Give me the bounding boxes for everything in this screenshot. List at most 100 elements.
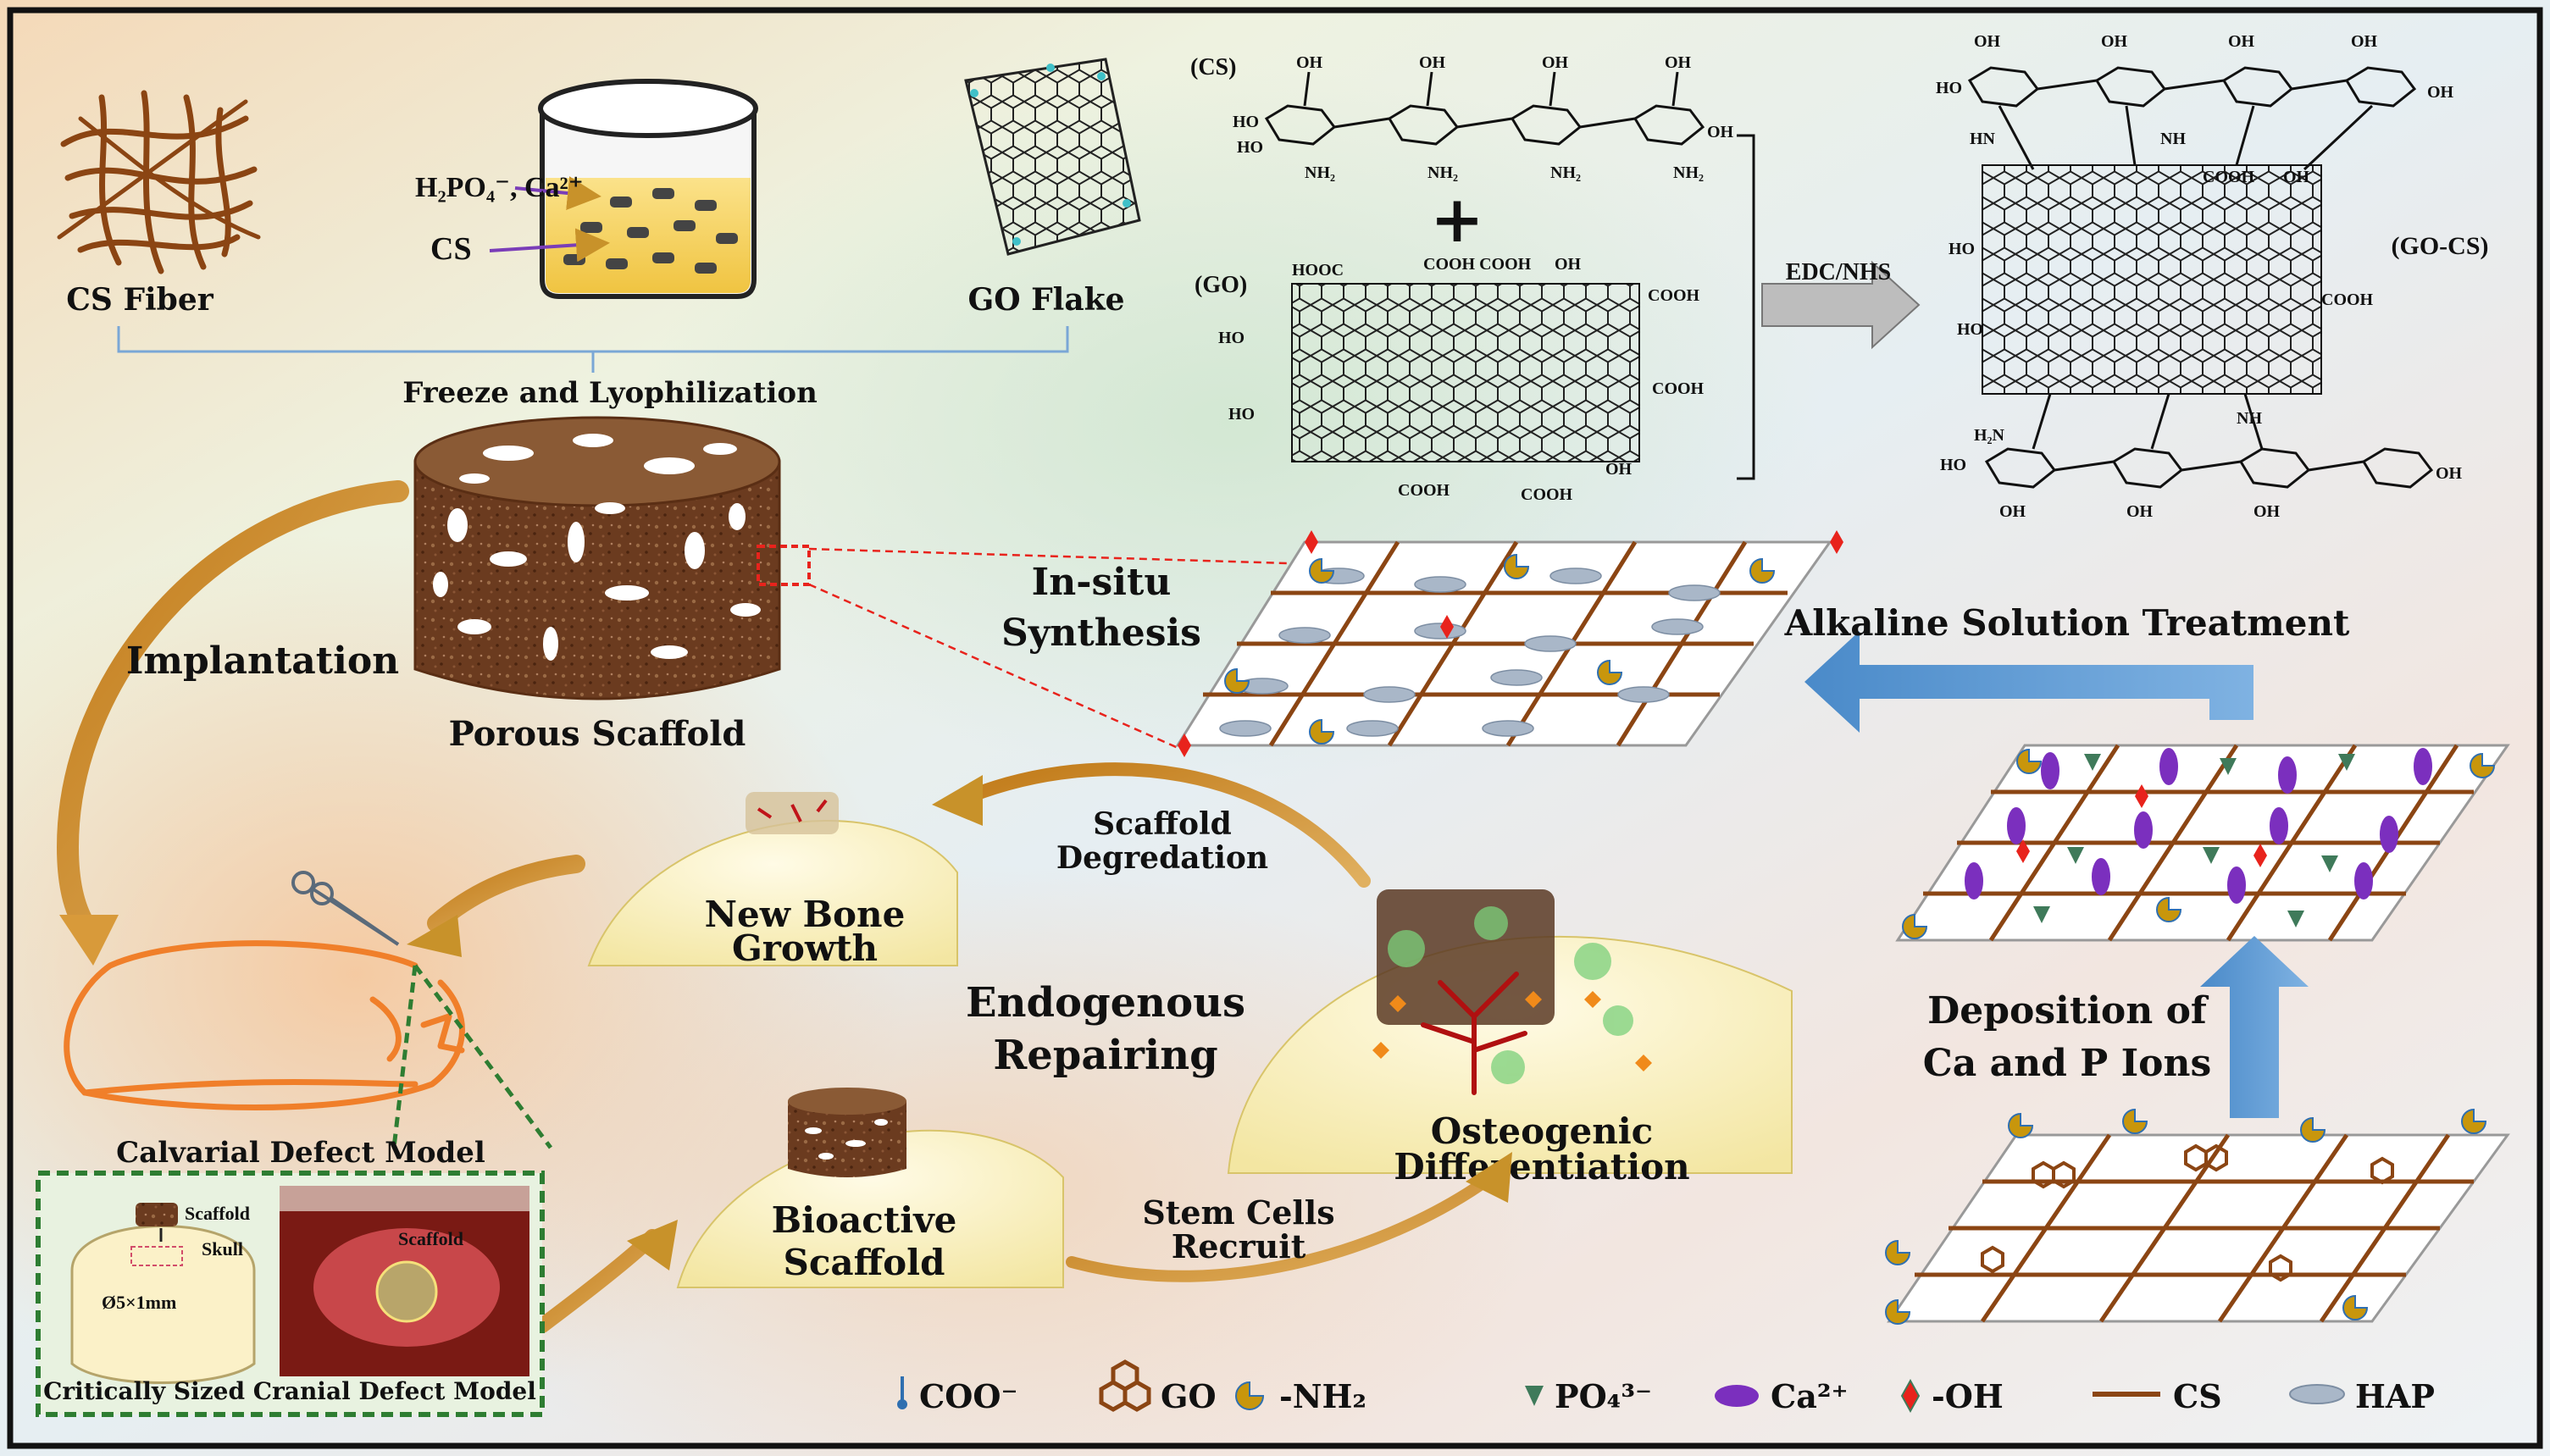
legend-hap-icon [2289,1384,2345,1404]
legend-ca-icon [1715,1385,1759,1407]
cs-fiber-illustration [57,90,261,274]
svg-text:OH: OH [2427,83,2454,102]
svg-text:OH: OH [1974,32,2001,51]
legend-po4: PO₄³⁻ [1555,1377,1652,1415]
stem-cells-label-2: Recruit [1172,1227,1306,1265]
svg-text:HO: HO [1949,240,1975,258]
svg-text:NH₂: NH₂ [1427,163,1458,182]
cs-solution-label: CS [430,231,472,267]
cs-structure-tag: (CS) [1190,54,1236,80]
porous-scaffold-label: Porous Scaffold [449,714,746,754]
svg-text:COOH: COOH [1521,485,1573,504]
base-cs-go-sheet [1885,1108,2510,1325]
rat-outline [64,940,465,1110]
svg-text:OH: OH [1555,255,1582,274]
implantation-arrowhead [59,915,119,966]
defect-size-label: Ø5×1mm [102,1292,176,1313]
legend-hap: HAP [2355,1377,2435,1415]
bioactive-label-2: Scaffold [784,1242,945,1283]
legend-nh2-icon [1235,1381,1265,1410]
deposition-arrow [2200,936,2309,1118]
svg-text:HO: HO [1940,456,1966,474]
stem-cell-arrowhead [1466,1152,1512,1203]
svg-text:OH: OH [1707,123,1734,141]
return-arrow [427,855,585,933]
go-sheet-structure [1291,283,1640,462]
svg-text:NH₂: NH₂ [1550,163,1581,182]
endogenous-label-1: Endogenous [966,979,1245,1027]
alkaline-label: Alkaline Solution Treatment [1784,602,2350,644]
legend-ca: Ca²⁺ [1771,1377,1849,1415]
legend-cs: CS [2173,1377,2222,1415]
legend-coo-icon [897,1376,907,1409]
svg-text:OH: OH [2436,464,2463,483]
go-structure-tag: (GO) [1195,272,1247,298]
svg-text:NH: NH [2160,130,2186,148]
svg-text:H₂N: H₂N [1974,426,2005,445]
endogenous-label-2: Repairing [993,1032,1217,1079]
return-arrowhead [407,915,462,957]
svg-text:COOH: COOH [1648,286,1700,305]
legend-nh2: -NH₂ [1279,1377,1366,1415]
reaction-beaker [489,79,758,299]
in-situ-composite-sheet [1175,530,1843,757]
surgery-photo [280,1186,529,1376]
deposition-label-1: Deposition of [1927,989,2209,1032]
deposition-label-2: Ca and P Ions [1923,1042,2212,1085]
legend-oh-icon [1900,1378,1921,1414]
zoom-guide-lines [808,547,1289,751]
cs-fiber-label: CS Fiber [66,282,213,318]
svg-text:HO: HO [1957,320,1983,339]
osteogenic-label-1: Osteogenic [1431,1110,1654,1152]
svg-text:OH: OH [1999,502,2026,521]
skull-schematic [70,1203,256,1384]
legend-go: GO [1161,1377,1217,1415]
svg-text:NH: NH [2237,409,2262,428]
defect-model-caption: Critically Sized Cranial Defect Model [43,1377,536,1405]
scaffold-tag: Scaffold [185,1203,250,1224]
osteogenic-label-2: Differentiation [1394,1146,1689,1187]
svg-text:HO: HO [1218,329,1245,347]
alkaline-treatment-arrow [1804,631,2253,733]
svg-text:OH: OH [2228,32,2255,51]
model-to-bioactive-arrowhead [627,1220,678,1271]
surgical-scissors-icon [291,871,400,946]
figure-border [7,7,2543,1449]
svg-text:HO: HO [1228,405,1255,424]
go-cs-product-structure [1967,66,2434,489]
svg-text:OH: OH [1542,53,1569,72]
degradation-label-1: Scaffold [1093,806,1232,842]
porous-scaffold [413,416,811,700]
svg-text:OH: OH [1665,53,1692,72]
legend-po4-icon [1525,1386,1544,1406]
photo-scaffold-label: Scaffold [398,1228,463,1249]
ions-label: H₂PO₄⁻, Ca²⁺ [415,172,584,203]
svg-text:HN: HN [1970,130,1996,148]
skull-tag: Skull [202,1238,243,1259]
svg-text:HO: HO [1936,79,1962,97]
legend-go-icon [1099,1359,1151,1412]
implantation-arrow [56,480,409,943]
svg-text:OH: OH [2253,502,2281,521]
legend: COO⁻ GO -NH₂ PO₄³⁻ Ca²⁺ -OH CS HAP [897,1359,2435,1415]
svg-text:OH: OH [2351,32,2378,51]
reactant-bracket [1737,134,1755,480]
cs-chain-structure [1264,71,1705,146]
freeze-label: Freeze and Lyophilization [402,376,818,410]
svg-text:COOH COOH: COOH COOH [1423,255,1532,274]
svg-text:COOH: COOH [2321,291,2374,309]
svg-text:OH: OH [2283,168,2310,186]
plus-sign: + [1430,181,1484,257]
svg-text:COOH: COOH [1652,379,1705,398]
defect-zoom-lines [391,964,553,1149]
svg-text:OH: OH [1419,53,1446,72]
svg-text:OH: OH [1605,460,1633,479]
legend-oh: -OH [1932,1377,2004,1415]
svg-text:HOOC: HOOC [1292,261,1344,280]
osteogenic-dome [1227,889,1793,1174]
svg-text:OH: OH [2101,32,2128,51]
calvarial-model-label: Calvarial Defect Model [116,1136,485,1170]
in-situ-label-2: Synthesis [1001,612,1201,655]
